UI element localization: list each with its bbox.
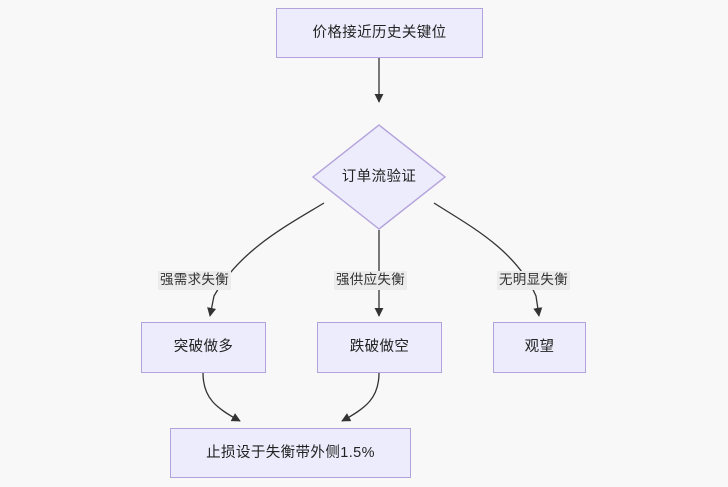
edge-decision-to-long xyxy=(207,202,325,317)
node-breakout-long[interactable]: 突破做多 xyxy=(141,322,266,373)
node-label: 观望 xyxy=(524,339,555,356)
edge-label-strong-demand-imbalance: 强需求失衡 xyxy=(158,271,231,290)
node-label: 突破做多 xyxy=(173,339,234,356)
node-label: 止损设于失衡带外侧1.5% xyxy=(206,444,375,461)
node-stop-loss-setting[interactable]: 止损设于失衡带外侧1.5% xyxy=(170,428,411,478)
node-order-flow-verification[interactable]: 订单流验证 xyxy=(312,124,446,230)
edge-long-to-stop xyxy=(202,372,241,422)
node-label: 跌破做空 xyxy=(349,339,410,356)
edge-label-strong-supply-imbalance: 强供应失衡 xyxy=(334,271,407,290)
node-wait-and-see[interactable]: 观望 xyxy=(493,322,586,373)
edge-label-no-clear-imbalance: 无明显失衡 xyxy=(497,271,570,290)
node-price-near-key-level[interactable]: 价格接近历史关键位 xyxy=(276,8,483,58)
node-breakdown-short[interactable]: 跌破做空 xyxy=(317,322,442,373)
edge-decision-to-wait xyxy=(433,202,543,317)
node-label: 订单流验证 xyxy=(341,168,417,185)
edge-short-to-stop xyxy=(341,372,380,422)
diamond-shape xyxy=(312,124,446,230)
node-label: 价格接近历史关键位 xyxy=(312,24,447,41)
